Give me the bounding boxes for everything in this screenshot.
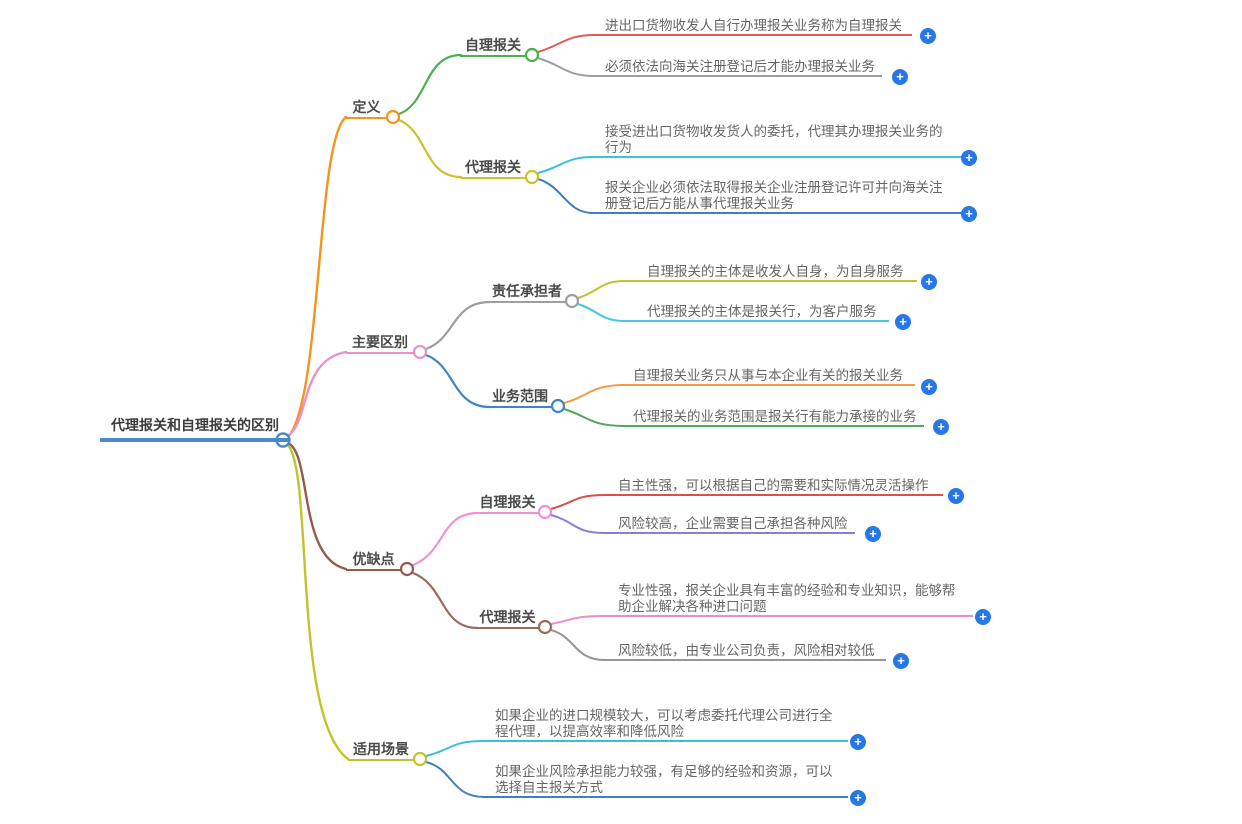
business-scope-node-handle[interactable] [550, 398, 566, 414]
leaf-curve [550, 615, 606, 625]
leaf-agent-declaration-license[interactable]: 报关企业必须依法取得报关企业注册登记许可并向海关注册登记后方能从事代理报关业务 [590, 180, 962, 214]
branch-curve-business-scope [424, 353, 492, 409]
pros-self-node-handle[interactable] [537, 504, 553, 520]
leaf-curve [550, 629, 606, 661]
node-pros-self-declaration[interactable]: 自理报关 [476, 494, 539, 514]
leaf-curve [550, 494, 606, 510]
node-def-agent-declaration[interactable]: 代理报关 [460, 159, 526, 179]
expand-button[interactable]: + [892, 69, 908, 85]
leaf-curve [563, 384, 626, 404]
node-scenarios[interactable]: 适用场景 [348, 741, 414, 761]
leaf-curve [537, 178, 594, 214]
leaf-curve [425, 740, 486, 757]
branch-curve-def-self [397, 53, 463, 116]
branch-curve-def-agent [397, 118, 463, 179]
leaf-curve [577, 280, 626, 299]
leaf-curve [425, 761, 486, 798]
node-responsibility[interactable]: 责任承担者 [488, 283, 566, 303]
leaf-scope-self[interactable]: 自理报关业务只从事与本企业有关的报关业务 [622, 368, 915, 386]
branch-curve-responsibility [424, 300, 492, 351]
responsibility-node-handle[interactable] [564, 293, 580, 309]
root-node[interactable]: 代理报关和自理报关的区别 [100, 416, 290, 442]
node-pros-cons[interactable]: 优缺点 [346, 551, 401, 571]
node-business-scope[interactable]: 业务范围 [488, 388, 552, 408]
def-self-node-handle[interactable] [524, 47, 540, 63]
def-agent-node-handle[interactable] [524, 169, 540, 185]
leaf-responsibility-self[interactable]: 自理报关的主体是收发人自身，为自身服务 [622, 264, 917, 282]
node-pros-agent-declaration[interactable]: 代理报关 [476, 609, 539, 629]
leaf-self-declaration-registration[interactable]: 必须依法向海关注册登记后才能办理报关业务 [592, 59, 882, 77]
expand-button[interactable]: + [920, 28, 936, 44]
expand-button[interactable]: + [961, 206, 977, 222]
pros-cons-node-handle[interactable] [399, 561, 415, 577]
definition-node-handle[interactable] [385, 109, 401, 125]
leaf-curve [563, 408, 626, 427]
leaf-scenario-self[interactable]: 如果企业风险承担能力较强，有足够的经验和资源，可以选择自主报关方式 [482, 764, 848, 798]
branch-curve-main-differences [286, 350, 348, 438]
expand-button[interactable]: + [933, 419, 949, 435]
expand-button[interactable]: + [850, 734, 866, 750]
node-def-self-declaration[interactable]: 自理报关 [460, 37, 526, 57]
expand-button[interactable]: + [921, 274, 937, 290]
expand-button[interactable]: + [961, 150, 977, 166]
leaf-responsibility-agent[interactable]: 代理报关的主体是报关行，为客户服务 [622, 304, 889, 322]
leaf-curve [537, 156, 594, 174]
branch-curve-pros-cons [286, 441, 348, 571]
branch-curve-pros-agent [411, 571, 480, 630]
leaf-pros-agent-professional[interactable]: 专业性强，报关企业具有丰富的经验和专业知识，能够帮助企业解决各种进口问题 [602, 583, 973, 617]
leaf-curve [537, 57, 596, 77]
expand-button[interactable]: + [850, 790, 866, 806]
scenarios-node-handle[interactable] [412, 751, 428, 767]
pros-agent-node-handle[interactable] [537, 619, 553, 635]
leaf-self-declaration-meaning[interactable]: 进出口货物收发人自行办理报关业务称为自理报关 [592, 18, 912, 36]
leaf-pros-agent-risk[interactable]: 风险较低，由专业公司负责，风险相对较低 [602, 643, 886, 661]
node-main-differences[interactable]: 主要区别 [346, 334, 414, 354]
leaf-pros-self-autonomy[interactable]: 自主性强，可以根据自己的需要和实际情况灵活操作 [602, 478, 943, 496]
expand-button[interactable]: + [975, 609, 991, 625]
leaf-pros-self-risk[interactable]: 风险较高，企业需要自己承担各种风险 [602, 516, 855, 534]
leaf-curve [550, 514, 606, 534]
expand-button[interactable]: + [893, 653, 909, 669]
node-definition[interactable]: 定义 [346, 99, 387, 119]
leaf-scenario-agent[interactable]: 如果企业的进口规模较大，可以考虑委托代理公司进行全程代理，以提高效率和降低风险 [482, 708, 848, 742]
expand-button[interactable]: + [948, 488, 964, 504]
main-differences-node-handle[interactable] [412, 344, 428, 360]
branch-curve-pros-self [411, 511, 480, 567]
branch-curve-scenarios [285, 442, 350, 761]
leaf-curve [537, 34, 596, 53]
leaf-curve [577, 303, 626, 322]
leaf-scope-agent[interactable]: 代理报关的业务范围是报关行有能力承接的业务 [622, 409, 924, 427]
expand-button[interactable]: + [865, 526, 881, 542]
expand-button[interactable]: + [895, 314, 911, 330]
expand-button[interactable]: + [921, 379, 937, 395]
leaf-agent-declaration-meaning[interactable]: 接受进出口货物收发货人的委托，代理其办理报关业务的行为 [590, 124, 962, 158]
branch-curve-definition [286, 115, 348, 439]
